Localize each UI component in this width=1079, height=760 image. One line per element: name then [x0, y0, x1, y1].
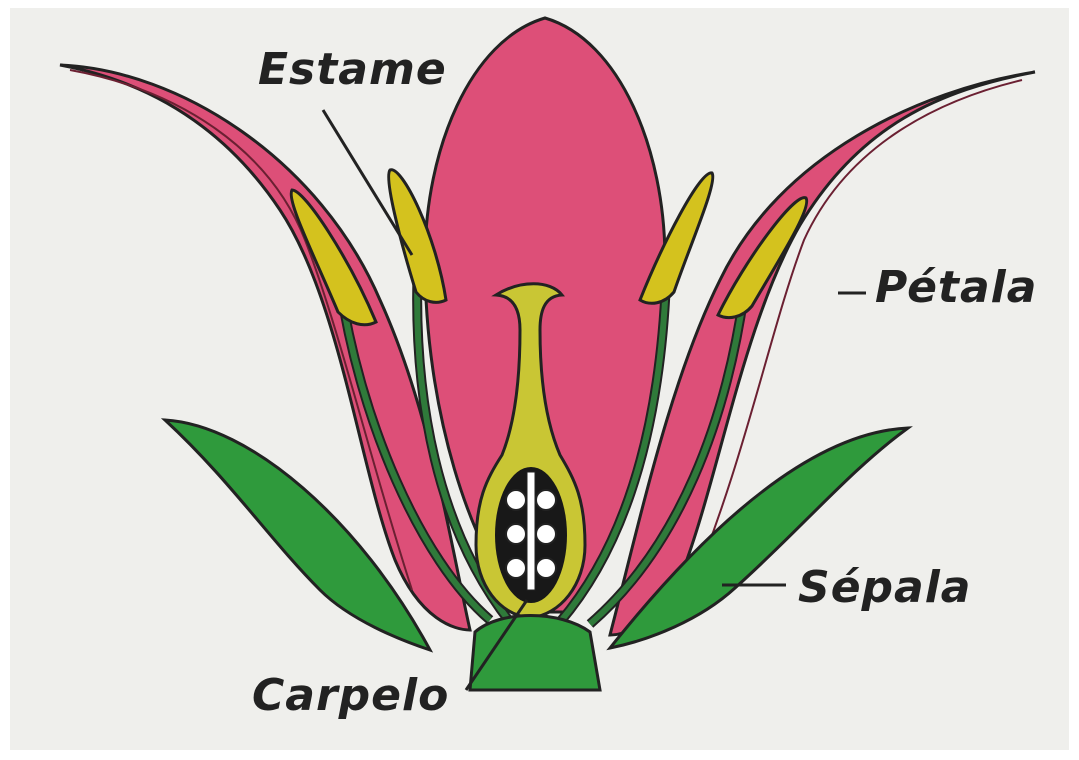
- ovules: [506, 472, 556, 590]
- carpel-label: Carpelo: [252, 670, 449, 721]
- left-petal: [60, 65, 470, 630]
- right-petal: [610, 72, 1035, 635]
- sepal-label: Sépala: [798, 562, 972, 613]
- stamen-label: Estame: [258, 44, 447, 95]
- petal-label: Pétala: [875, 262, 1037, 313]
